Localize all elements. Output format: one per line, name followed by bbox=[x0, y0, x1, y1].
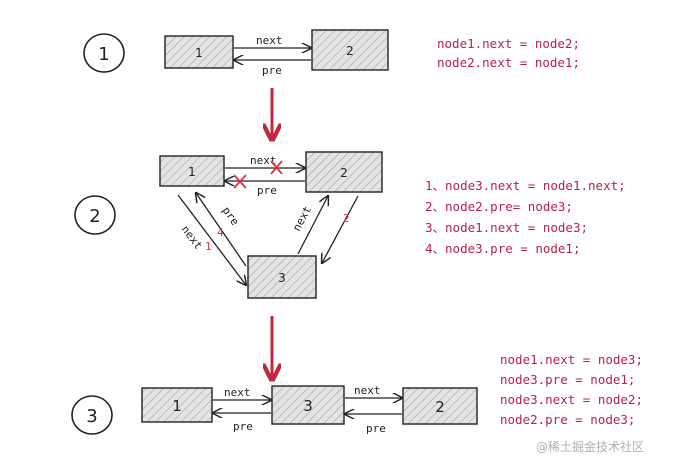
step-1-node-1-label: 1 bbox=[195, 46, 203, 60]
step-3: 3 1 3 2 next pre next pre node1.next = n… bbox=[71, 352, 643, 435]
step-2-label: 2 bbox=[89, 206, 100, 227]
watermark: @稀土掘金技术社区 bbox=[536, 439, 644, 454]
step-1-node-2 bbox=[311, 29, 389, 71]
step-1-label: 1 bbox=[98, 44, 109, 65]
step-3-node-3 bbox=[271, 385, 345, 425]
step-2-pre-cross-icon bbox=[233, 174, 247, 189]
step-2-next-cross-icon bbox=[270, 160, 283, 175]
step-3-node-2 bbox=[402, 387, 478, 425]
step-2-left-next-label: next bbox=[179, 223, 205, 252]
step-2-node-1 bbox=[159, 155, 225, 187]
step-2-left-pre-label: pre bbox=[220, 204, 242, 228]
step-1-pre-label: pre bbox=[262, 64, 282, 77]
step-2-code-3: 3、node1.next = node3; bbox=[425, 220, 588, 235]
step-2-circle bbox=[74, 195, 116, 235]
step-2-left-pre-arrow bbox=[196, 193, 247, 267]
step-1-node-1 bbox=[164, 35, 234, 69]
step-3-node-2-label: 2 bbox=[435, 398, 445, 416]
step-3-next-b-label: next bbox=[354, 384, 381, 397]
step-2-code-4: 4、node3.pre = node1; bbox=[425, 241, 581, 256]
step-3-code-2: node3.pre = node1; bbox=[500, 372, 635, 387]
step-1-circle bbox=[83, 33, 125, 73]
step-2-mark-1: 1 bbox=[205, 240, 212, 253]
step-2-node-2-label: 2 bbox=[340, 166, 348, 180]
step-2-mark-4: 4 bbox=[217, 226, 224, 239]
step-3-label: 3 bbox=[86, 406, 97, 427]
step-2-code-1: 1、node3.next = node1.next; bbox=[425, 178, 626, 193]
step-3-code-1: node1.next = node3; bbox=[500, 352, 643, 367]
step-1-code-1: node1.next = node2; bbox=[437, 36, 580, 51]
step-1-next-label: next bbox=[256, 34, 283, 47]
step-2-mark-2: 2 bbox=[343, 212, 350, 225]
step-3-code-3: node3.next = node2; bbox=[500, 392, 643, 407]
step-2-right-next-arrow bbox=[297, 196, 328, 255]
step-1-code-2: node2.next = node1; bbox=[437, 55, 580, 70]
step-2-node-1-label: 1 bbox=[188, 165, 196, 179]
step-2-node-3 bbox=[247, 255, 317, 299]
step-2-left-next-arrow bbox=[177, 194, 246, 285]
step-1-node-2-label: 2 bbox=[346, 44, 354, 58]
step-3-code-4: node2.pre = node3; bbox=[500, 412, 635, 427]
step-3-pre-b-label: pre bbox=[366, 422, 386, 435]
step-3-pre-a-label: pre bbox=[233, 420, 253, 433]
step-3-node-3-label: 3 bbox=[303, 397, 313, 415]
step-2-code-2: 2、node2.pre= node3; bbox=[425, 199, 573, 214]
step-3-node-1 bbox=[141, 387, 213, 423]
step-3-circle bbox=[71, 395, 113, 435]
step-2-top-pre-label: pre bbox=[257, 184, 277, 197]
step-2-right-pre-arrow bbox=[322, 195, 359, 263]
step-3-node-1-label: 1 bbox=[172, 397, 182, 415]
step-1: 1 1 2 next pre node1.next = node2; node2… bbox=[83, 29, 580, 77]
step-2-node-3-label: 3 bbox=[278, 271, 286, 285]
step-3-next-a-label: next bbox=[224, 386, 251, 399]
step-2-top-next-label: next bbox=[250, 154, 277, 167]
step-2: 2 1 2 3 next pre next pre 1 4 next 2 1、 bbox=[74, 151, 626, 299]
